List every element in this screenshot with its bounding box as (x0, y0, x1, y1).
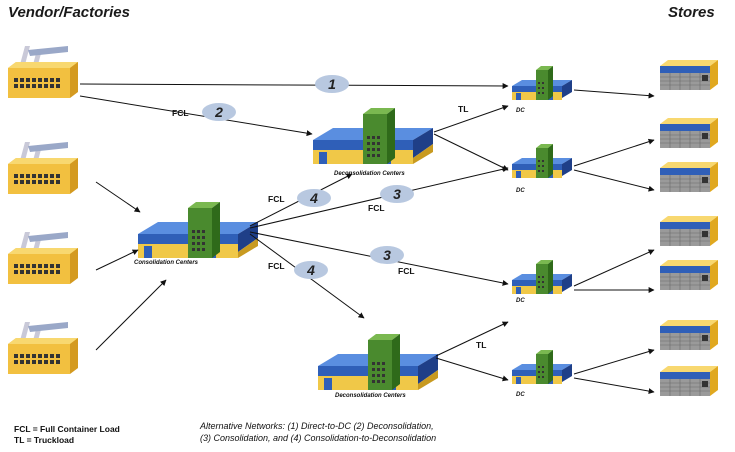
fcl-label-route-3-upper: FCL (368, 203, 385, 213)
fcl-label-route-2: FCL (172, 108, 189, 118)
flow-arrows (79, 82, 655, 395)
dc-1 (512, 66, 572, 100)
svg-text:2: 2 (214, 104, 223, 120)
fcl-label-route-4-lower: FCL (268, 261, 285, 271)
fcl-label-route-4-upper: FCL (268, 194, 285, 204)
svg-text:3: 3 (393, 186, 401, 202)
svg-text:4: 4 (309, 190, 318, 206)
route-number-1: 1 (315, 75, 349, 93)
store-1 (659, 59, 719, 91)
deconsolidation-center-bottom (318, 334, 438, 390)
consolidation-centers-label: Consolidation Centers (134, 260, 199, 266)
factory-1 (8, 46, 78, 98)
deconsolidation-centers-label-top: Deconsolidation Centers (334, 171, 405, 177)
caption: Alternative Networks: (1) Direct-to-DC (… (200, 420, 436, 444)
fcl-label-route-3-lower: FCL (398, 266, 415, 276)
route-number-4-upper: 4 (297, 189, 331, 207)
dc-3 (512, 260, 572, 294)
factory-4 (8, 322, 78, 374)
dc-4 (512, 350, 572, 384)
tl-label-upper: TL (458, 104, 468, 114)
dc-2 (512, 144, 572, 178)
dc-label-1: DC (516, 108, 525, 114)
stores-header: Stores (668, 4, 715, 21)
store-5 (659, 259, 719, 291)
dc-label-4: DC (516, 392, 525, 398)
caption-line-2: (3) Consolidation, and (4) Consolidation… (200, 433, 437, 443)
route-number-2: 2 (202, 103, 236, 121)
legend-fcl: FCL = Full Container Load (14, 424, 120, 434)
store-7 (659, 365, 719, 397)
svg-text:1: 1 (328, 76, 336, 92)
route-number-3-lower: 3 (370, 246, 404, 264)
svg-text:4: 4 (306, 262, 315, 278)
vendor-factories-header: Vendor/Factories (8, 4, 130, 21)
svg-text:3: 3 (383, 247, 391, 263)
factory-2 (8, 142, 78, 194)
caption-line-1: Alternative Networks: (1) Direct-to-DC (… (200, 421, 434, 431)
dc-label-2: DC (516, 188, 525, 194)
tl-label-lower: TL (476, 340, 486, 350)
store-4 (659, 215, 719, 247)
store-3 (659, 161, 719, 193)
deconsolidation-centers-label-bottom: Deconsolidation Centers (335, 393, 406, 399)
factory-3 (8, 232, 78, 284)
legend: FCL = Full Container Load TL = Truckload (14, 424, 120, 446)
store-6 (659, 319, 719, 351)
store-2 (659, 117, 719, 149)
legend-tl: TL = Truckload (14, 435, 75, 445)
route-number-3-upper: 3 (380, 185, 414, 203)
route-number-4-lower: 4 (294, 261, 328, 279)
deconsolidation-center-top (313, 108, 433, 164)
consolidation-center (138, 202, 258, 258)
dc-label-3: DC (516, 298, 525, 304)
